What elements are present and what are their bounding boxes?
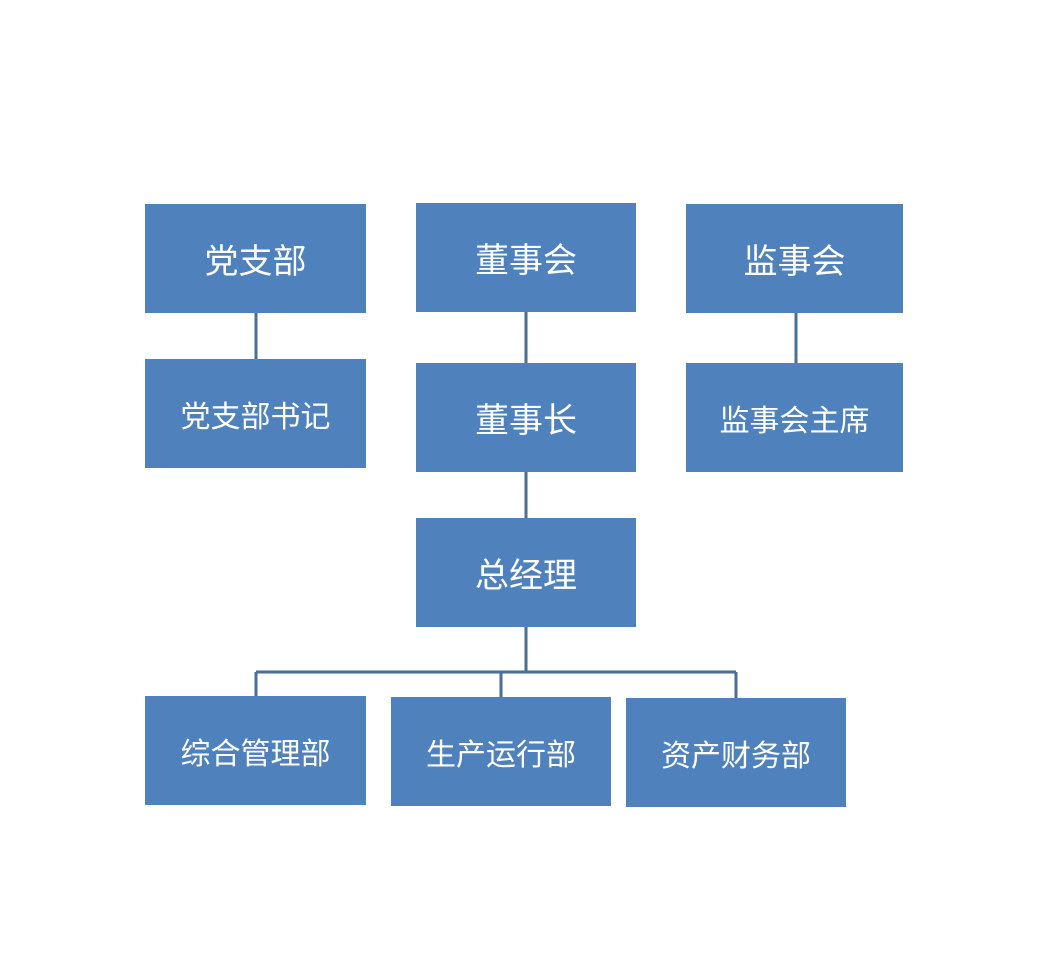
node-general-manager: 总经理	[416, 518, 636, 627]
node-finance-dept-label: 资产财务部	[661, 738, 811, 774]
node-supervisory-chairman-label: 监事会主席	[719, 403, 870, 439]
node-production-dept: 生产运行部	[391, 697, 611, 806]
node-supervisory-board-label: 监事会	[743, 242, 846, 282]
node-supervisory-chairman: 监事会主席	[686, 363, 903, 472]
node-finance-dept: 资产财务部	[626, 698, 846, 807]
node-party-secretary: 党支部书记	[145, 359, 366, 468]
node-board-of-directors-label: 董事会	[475, 241, 577, 281]
node-board-of-directors: 董事会	[416, 203, 636, 312]
node-general-manager-label: 总经理	[475, 556, 577, 596]
node-chairman: 董事长	[416, 363, 636, 472]
node-admin-dept: 综合管理部	[145, 696, 366, 805]
node-party-branch: 党支部	[145, 204, 366, 313]
node-chairman-label: 董事长	[475, 401, 577, 441]
node-party-secretary-label: 党支部书记	[180, 399, 331, 435]
node-party-branch-label: 党支部	[204, 242, 307, 282]
node-admin-dept-label: 综合管理部	[180, 736, 331, 772]
node-supervisory-board: 监事会	[686, 204, 903, 313]
node-production-dept-label: 生产运行部	[426, 737, 576, 773]
